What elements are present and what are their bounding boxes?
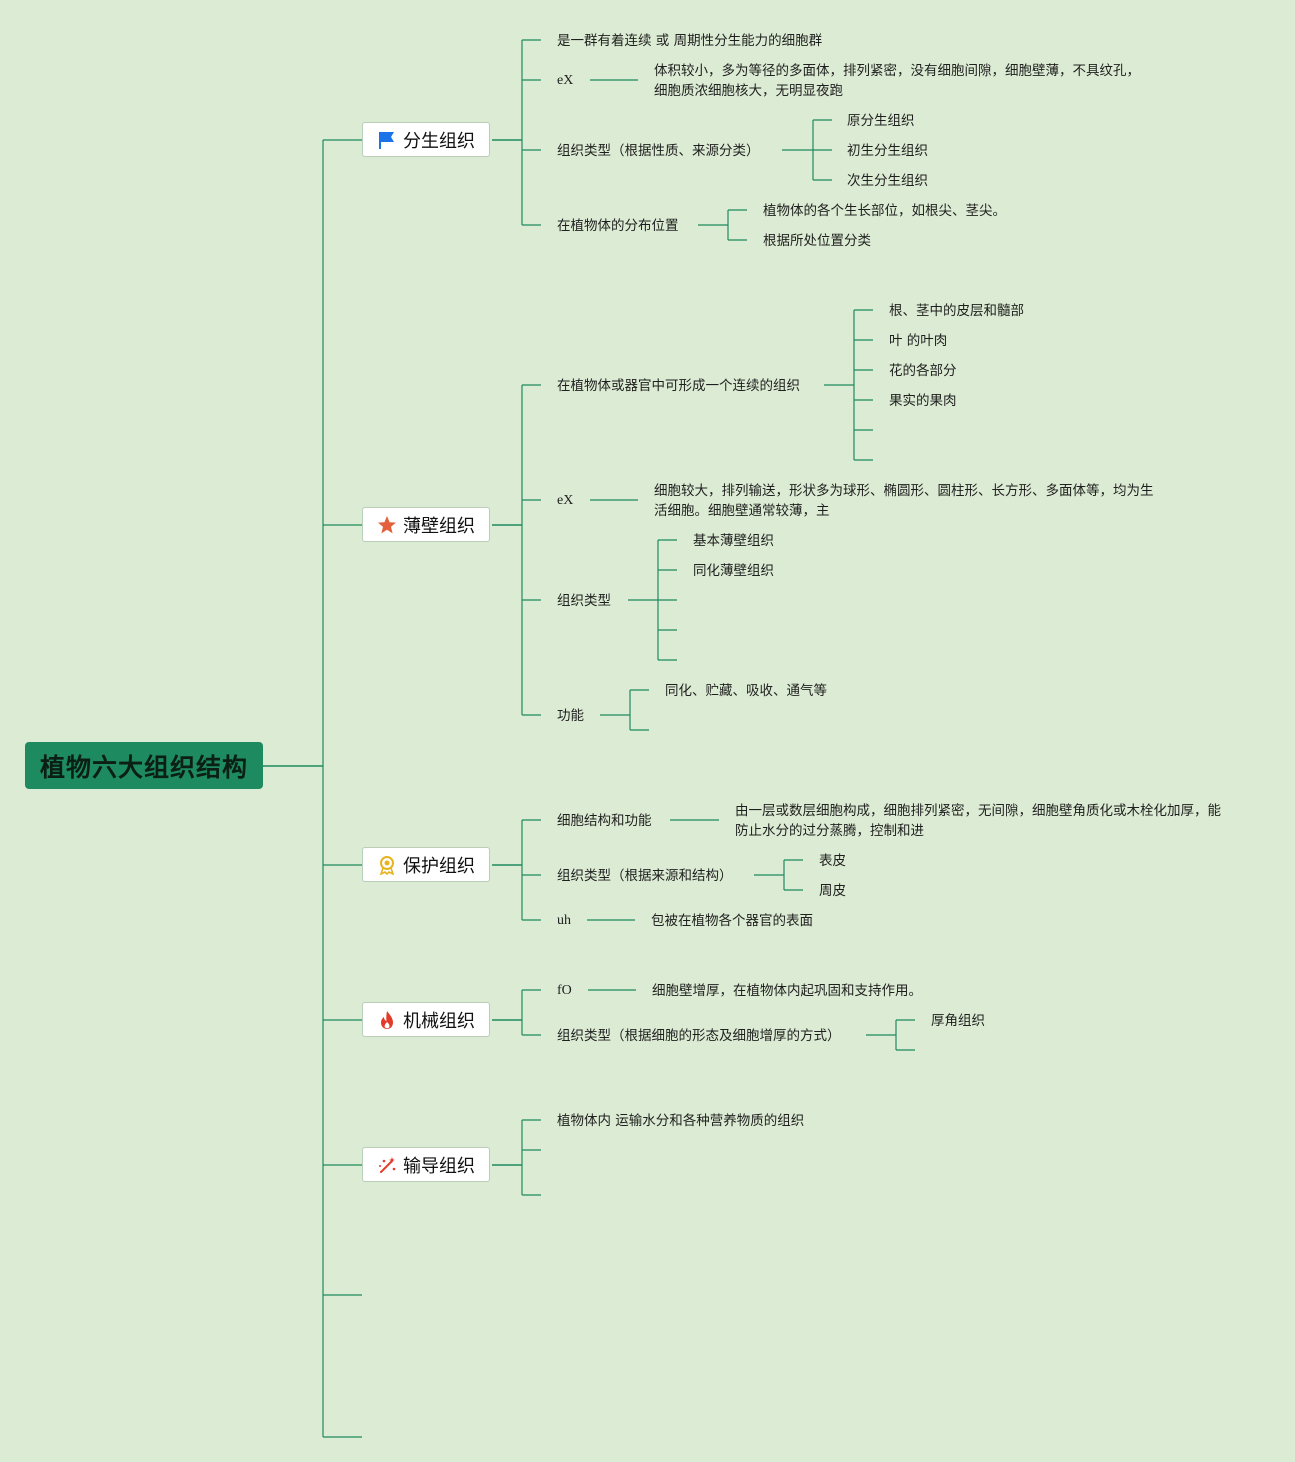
protective-type-item: 周皮: [819, 883, 846, 899]
parenchyma-type-item: 基本薄壁组织: [693, 533, 774, 549]
meristem-position-label: 在植物体的分布位置: [557, 218, 679, 234]
branch-protective[interactable]: 保护组织: [362, 847, 490, 882]
meristem-ex-text: 体积较小，多为等径的多面体，排列紧密，没有细胞间隙，细胞壁薄，不具纹孔，细胞质浓…: [654, 63, 1140, 99]
meristem-position-item: 植物体的各个生长部位，如根尖、茎尖。: [763, 203, 1006, 219]
branch-parenchyma[interactable]: 薄壁组织: [362, 507, 490, 542]
meristem-ex-label: eX: [557, 73, 574, 88]
protective-uh-label: uh: [557, 913, 571, 928]
parenchyma-continuous-label: 在植物体或器官中可形成一个连续的组织: [557, 378, 800, 394]
mechanical-fo-text: 细胞壁增厚，在植物体内起巩固和支持作用。: [652, 983, 922, 999]
branch-label: 薄壁组织: [403, 515, 475, 537]
meristem-type-item: 原分生组织: [847, 113, 915, 129]
parenchyma-ex-text: 细胞较大，排列输送，形状多为球形、椭圆形、圆柱形、长方形、多面体等，均为生活细胞…: [654, 483, 1154, 519]
branch-meristem[interactable]: 分生组织: [362, 122, 490, 157]
meristem-position-item: 根据所处位置分类: [763, 233, 871, 249]
protective-types-label: 组织类型（根据来源和结构）: [557, 868, 733, 884]
parenchyma-type-item: 同化薄壁组织: [693, 563, 774, 579]
conducting-definition: 植物体内 运输水分和各种营养物质的组织: [557, 1113, 805, 1129]
branch-label: 保护组织: [403, 855, 475, 877]
parenchyma-continuous-item: 果实的果肉: [889, 393, 957, 409]
meristem-type-item: 初生分生组织: [847, 143, 928, 159]
branch-conducting[interactable]: 输导组织: [362, 1147, 490, 1182]
parenchyma-continuous-item: 叶 的叶肉: [889, 333, 948, 349]
branch-label: 输导组织: [403, 1155, 475, 1177]
parenchyma-ex-label: eX: [557, 493, 574, 508]
parenchyma-continuous-item: 花的各部分: [889, 363, 957, 379]
branch-mechanical[interactable]: 机械组织: [362, 1002, 490, 1037]
star-icon: [377, 515, 397, 535]
parenchyma-function-item: 同化、贮藏、吸收、通气等: [665, 683, 827, 699]
mechanical-types-label: 组织类型（根据细胞的形态及细胞增厚的方式）: [557, 1028, 841, 1044]
protective-uh-text: 包被在植物各个器官的表面: [651, 913, 813, 929]
mechanical-type-item: 厚角组织: [931, 1013, 985, 1029]
protective-structure-label: 细胞结构和功能: [557, 813, 652, 829]
flag-icon: [377, 130, 397, 150]
meristem-type-item: 次生分生组织: [847, 173, 928, 189]
root-node[interactable]: 植物六大组织结构: [25, 742, 263, 789]
root-title: 植物六大组织结构: [39, 752, 248, 782]
meristem-definition: 是一群有着连续 或 周期性分生能力的细胞群: [557, 33, 823, 49]
protective-type-item: 表皮: [819, 853, 846, 869]
flame-icon: [377, 1010, 397, 1030]
meristem-types-label: 组织类型（根据性质、来源分类）: [557, 143, 760, 159]
branch-label: 机械组织: [403, 1010, 475, 1032]
parenchyma-function-label: 功能: [557, 708, 584, 724]
protective-structure-text: 由一层或数层细胞构成，细胞排列紧密，无间隙，细胞壁角质化或木栓化加厚，能防止水分…: [735, 803, 1221, 839]
branch-label: 分生组织: [403, 130, 475, 152]
mechanical-fo-label: fO: [557, 983, 572, 998]
sparkle-icon: [377, 1155, 397, 1175]
parenchyma-continuous-item: 根、茎中的皮层和髓部: [889, 303, 1024, 319]
award-icon: [377, 855, 397, 875]
parenchyma-types-label: 组织类型: [557, 593, 611, 609]
